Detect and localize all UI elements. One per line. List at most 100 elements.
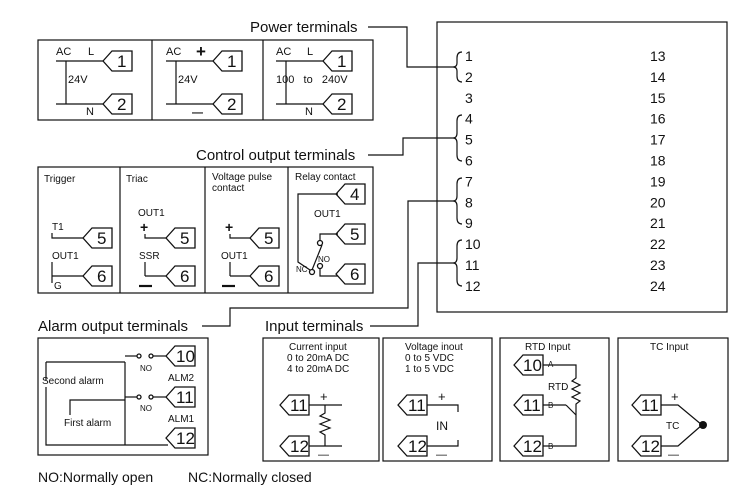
terminal-6: [82, 265, 113, 287]
device-terminal-number: 6: [465, 153, 473, 169]
svg-text:1: 1: [117, 52, 126, 71]
device-terminal-number: 3: [465, 90, 473, 106]
device-outline: [436, 21, 728, 313]
svg-text:6: 6: [97, 267, 106, 286]
device-terminal-number: 9: [465, 215, 473, 231]
svg-text:IN: IN: [436, 419, 448, 433]
svg-text:Trigger: Trigger: [44, 174, 76, 185]
svg-text:L: L: [307, 46, 313, 58]
svg-text:11: 11: [176, 388, 194, 407]
svg-text:Voltage inout: Voltage inout: [405, 342, 463, 353]
terminal-6: [335, 263, 366, 285]
device-terminal-number: 4: [465, 111, 473, 127]
svg-text:RTD: RTD: [548, 382, 568, 393]
terminal-5: [249, 227, 280, 249]
terminal-5: [82, 227, 113, 249]
svg-text:24V: 24V: [68, 74, 88, 86]
alarm-terminals-heading: Alarm output terminals: [38, 318, 188, 335]
control-output-box: Trigger T1 OUT1 G 5 6 Triac OUT1 + SSR 5: [37, 166, 374, 294]
svg-text:+: +: [225, 219, 233, 235]
svg-text:+: +: [140, 219, 148, 235]
terminal-6: [249, 265, 280, 287]
svg-text:AC: AC: [166, 46, 181, 58]
bracket-input: [452, 239, 463, 287]
device-terminal-number: 8: [465, 194, 473, 210]
svg-text:Relay contact: Relay contact: [295, 172, 356, 183]
control-terminals-heading: Control output terminals: [196, 147, 355, 164]
terminal-12: [165, 427, 196, 449]
svg-text:5: 5: [350, 225, 359, 244]
input-current: Current input 0 to 20mA DC 4 to 20mA DC …: [262, 337, 380, 462]
terminal-1: [322, 50, 353, 72]
svg-text:4 to 20mA DC: 4 to 20mA DC: [287, 364, 349, 375]
alarm-output-box: Second alarm First alarm NO 10 ALM2 NO 1…: [37, 337, 209, 456]
terminal-2: [102, 93, 133, 115]
device-terminal-number: 15: [650, 90, 666, 106]
control-leader-line: [368, 137, 453, 156]
device-terminal-number: 23: [650, 257, 666, 273]
device-terminal-number: 17: [650, 132, 666, 148]
device-terminal-number: 1: [465, 48, 473, 64]
device-terminal-number: 11: [465, 257, 480, 273]
svg-text:T1: T1: [52, 222, 64, 233]
svg-text:N: N: [305, 106, 313, 118]
svg-text:OUT1: OUT1: [314, 209, 341, 220]
svg-text:+: +: [196, 42, 206, 61]
svg-text:6: 6: [264, 267, 273, 286]
terminal-1: [212, 50, 243, 72]
control-trigger: Trigger T1 OUT1 G 5 6: [44, 174, 113, 292]
input-rtd: RTD Input 10 11 12 A B B RTD: [499, 337, 610, 462]
device-terminal-number: 16: [650, 111, 666, 127]
svg-text:Current input: Current input: [289, 342, 347, 353]
device-terminal-number: 20: [650, 194, 666, 210]
terminal-5: [335, 223, 366, 245]
svg-text:OUT1: OUT1: [221, 251, 248, 262]
svg-text:1: 1: [227, 52, 236, 71]
device-terminal-number: 7: [465, 173, 473, 189]
control-voltage-pulse: Voltage pulse contact + OUT1 5 6: [212, 172, 280, 288]
svg-text:G: G: [54, 281, 62, 292]
terminal-6: [165, 265, 196, 287]
device-terminal-number: 12: [465, 278, 481, 294]
svg-text:Triac: Triac: [126, 174, 148, 185]
svg-text:2: 2: [337, 95, 346, 114]
svg-text:12: 12: [641, 437, 660, 456]
rtd-element: [543, 364, 582, 447]
svg-text:NC: NC: [296, 265, 308, 274]
power-terminals-heading: Power terminals: [250, 19, 358, 36]
svg-text:—: —: [436, 449, 447, 461]
terminal-1: [102, 50, 133, 72]
svg-text:6: 6: [180, 267, 189, 286]
device-terminal-number: 10: [465, 236, 481, 252]
svg-text:12: 12: [176, 429, 195, 448]
svg-text:L: L: [88, 46, 94, 58]
svg-text:SSR: SSR: [139, 251, 160, 262]
svg-text:First alarm: First alarm: [64, 418, 111, 429]
svg-text:1 to 5 VDC: 1 to 5 VDC: [405, 364, 454, 375]
tc-junction: [699, 421, 707, 429]
svg-text:12: 12: [523, 437, 542, 456]
svg-text:RTD Input: RTD Input: [525, 342, 571, 353]
device-terminal-number: 22: [650, 236, 666, 252]
svg-text:11: 11: [408, 396, 426, 415]
svg-text:—: —: [668, 449, 679, 461]
svg-text:11: 11: [290, 396, 308, 415]
legend-normally-closed: NC:Normally closed: [188, 469, 312, 485]
svg-text:Second alarm: Second alarm: [42, 376, 104, 387]
control-relay-contact: Relay contact 4 OUT1 5 NC NO 6: [295, 172, 366, 285]
control-triac: Triac OUT1 + SSR 5 6: [126, 174, 196, 288]
svg-text:OUT1: OUT1: [138, 208, 165, 219]
device-terminal-number: 14: [650, 69, 666, 85]
device-terminal-number: 21: [650, 215, 666, 231]
svg-text:11: 11: [523, 396, 541, 415]
input-voltage: Voltage inout 0 to 5 VDC 1 to 5 VDC 11 1…: [382, 337, 493, 462]
alarm-leader-line: [202, 200, 453, 327]
terminal-2: [322, 93, 353, 115]
device-terminal-number: 2: [465, 69, 473, 85]
terminal-5: [165, 227, 196, 249]
svg-text:2: 2: [227, 95, 236, 114]
svg-text:12: 12: [290, 437, 309, 456]
terminal-4: [335, 183, 366, 205]
